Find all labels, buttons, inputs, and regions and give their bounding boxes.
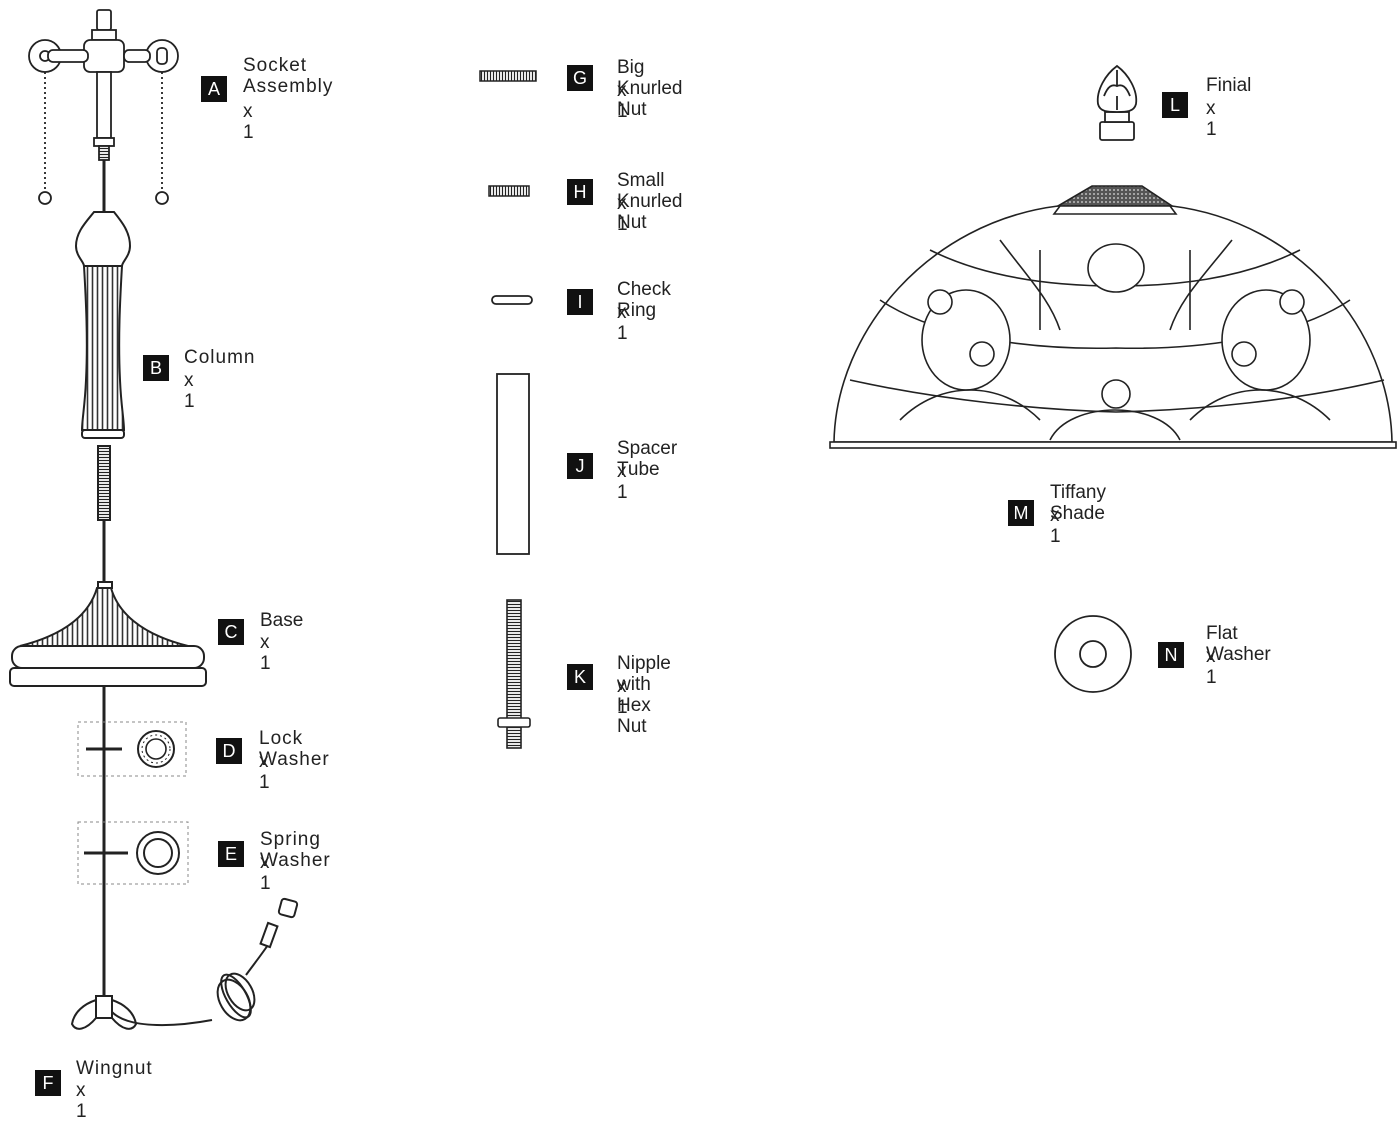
part-f-qty: x 1 [76, 1080, 88, 1122]
part-j-name: Spacer Tube [617, 438, 678, 480]
part-d-qty: x 1 [259, 751, 271, 793]
spring-washer-icon [77, 821, 189, 885]
wingnut-icon [70, 995, 138, 1030]
tiffany-shade-icon [829, 185, 1397, 449]
finial-icon [1096, 64, 1138, 141]
part-c-qty: x 1 [260, 632, 271, 674]
part-b-qty: x 1 [184, 370, 196, 412]
nipple-hex-nut-icon [497, 599, 531, 749]
power-cord-icon [111, 897, 299, 1027]
part-l-name: Finial [1206, 75, 1252, 96]
flat-washer-icon [1054, 615, 1132, 693]
part-k-letter: K [567, 664, 593, 690]
part-a-name: Socket Assembly [243, 55, 334, 97]
base-icon [9, 581, 207, 687]
part-d-letter: D [216, 738, 242, 764]
socket-assembly-icon [28, 9, 179, 205]
part-h-qty: x 1 [617, 193, 628, 235]
part-n-letter: N [1158, 642, 1184, 668]
part-b-letter: B [143, 355, 169, 381]
part-d-name: Lock Washer [259, 728, 330, 770]
part-m-letter: M [1008, 500, 1034, 526]
part-e-letter: E [218, 841, 244, 867]
part-m-qty: x 1 [1050, 505, 1061, 547]
part-l-qty: x 1 [1206, 98, 1217, 140]
part-g-name: Big Knurled Nut [617, 57, 683, 120]
part-n-qty: x 1 [1206, 646, 1217, 688]
part-a-qty: x 1 [243, 101, 255, 143]
part-k-name: Nipple with Hex Nut [617, 653, 671, 737]
part-g-letter: G [567, 65, 593, 91]
part-f-letter: F [35, 1070, 61, 1096]
part-c-letter: C [218, 619, 244, 645]
part-m-name: Tiffany Shade [1050, 482, 1106, 524]
lock-washer-icon [77, 721, 187, 777]
small-knurled-nut-icon [488, 185, 530, 197]
part-g-qty: x 1 [617, 80, 628, 122]
part-i-qty: x 1 [617, 302, 628, 344]
part-k-qty: x 1 [617, 676, 628, 718]
spacer-tube-icon [496, 373, 530, 555]
part-j-qty: x 1 [617, 461, 628, 503]
part-j-letter: J [567, 453, 593, 479]
part-n-name: Flat Washer [1206, 623, 1271, 665]
big-knurled-nut-icon [479, 70, 537, 82]
part-b-name: Column [184, 347, 256, 368]
part-c-name: Base [260, 610, 304, 631]
part-f-name: Wingnut [76, 1058, 153, 1079]
part-l-letter: L [1162, 92, 1188, 118]
part-e-qty: x 1 [260, 852, 272, 894]
column-icon [74, 211, 132, 521]
check-ring-icon [491, 295, 533, 305]
part-i-letter: I [567, 289, 593, 315]
part-i-name: Check Ring [617, 279, 671, 321]
part-h-name: Small Knurled Nut [617, 170, 683, 233]
part-e-name: Spring Washer [260, 829, 331, 871]
part-a-letter: A [201, 76, 227, 102]
part-h-letter: H [567, 179, 593, 205]
